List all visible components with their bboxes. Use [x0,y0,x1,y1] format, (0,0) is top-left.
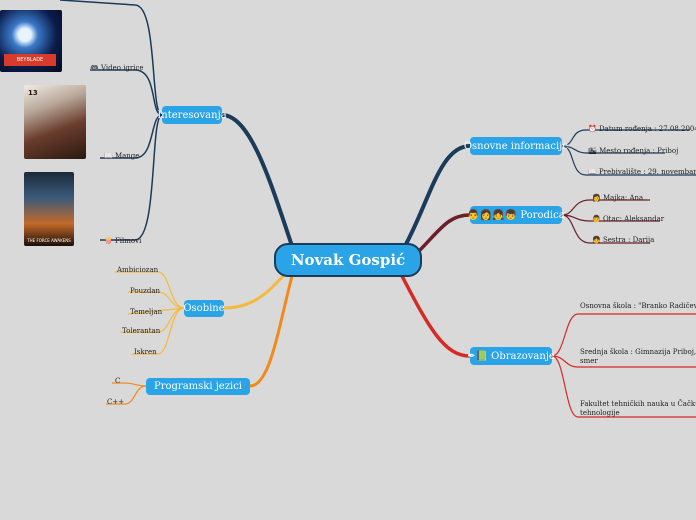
leaf-video-igrice[interactable]: 🎮 Video igrice [90,64,144,72]
node-interesovanja[interactable]: Interesovanja [157,106,227,124]
leaf-cpp[interactable]: C++ [107,398,125,406]
node-osnovne-label: Osnovne informacije [463,140,569,152]
node-obrazovanje[interactable]: ✒📗 Obrazovanje [467,347,555,365]
leaf-iskren[interactable]: Iskren [134,348,157,356]
node-porodica-label: 👨👩👧👦 Porodica [467,209,565,221]
leaf-tolerantan[interactable]: Tolerantan [122,327,161,335]
root-label: Novak Gospić [290,251,406,269]
leaf-otac[interactable]: 👨 Otac: Aleksandar [592,215,665,223]
node-interesovanja-label: Interesovanja [157,109,227,121]
leaf-filmovi[interactable]: 🍿 Filmovi [104,237,142,245]
node-osobine-label: Osobine [183,303,225,314]
leaf-c[interactable]: C [115,377,121,385]
node-osnovne-informacije[interactable]: Osnovne informacije [464,137,568,155]
movies-image: THE FORCE AWAKENS [24,172,74,246]
leaf-mesto-rodjenja[interactable]: 🏙 Mesto rođenja : Priboj [588,147,679,155]
leaf-fakultet[interactable]: Fakultet tehničkih nauka u Čačku , sme [580,400,696,408]
leaf-pouzdan[interactable]: Pouzdan [130,287,160,295]
link-interesovanja [221,113,294,247]
leaf-srednja-skola-cont: smer [580,357,598,365]
node-obrazovanje-label: ✒📗 Obrazovanje [467,350,555,362]
leaf-ambiciozan[interactable]: Ambiciozan [117,266,159,274]
manga-image-caption: 13 [28,89,38,97]
manga-image: 13 [24,85,86,159]
video-games-image: BEYBLADE [0,10,62,72]
leaf-majka[interactable]: 👩 Majka: Ana [592,194,644,202]
movies-image-caption: THE FORCE AWAKENS [27,238,71,243]
leaf-sestra[interactable]: 👧 Sestra : Darija [592,236,655,244]
root-node[interactable]: Novak Gospić [274,243,422,277]
node-osobine[interactable]: Osobine [183,300,225,317]
leaf-fakultet-cont: tehnologije [580,409,620,417]
node-porodica[interactable]: 👨👩👧👦 Porodica [467,206,565,224]
leaf-osnovna-skola[interactable]: Osnovna škola : "Branko Radičević", P [580,302,696,310]
leaf-temeljan[interactable]: Temeljan [130,308,163,316]
leaf-prebivaliste[interactable]: 📖 Prebivalište : 29. novembar, Prib [588,168,696,176]
node-programski-label: Programski jezici [153,381,242,392]
leaf-datum-rodjenja[interactable]: ⏰ Datum rođenja : 27.08.2004. [588,125,696,133]
leaf-mange[interactable]: 📖 Mange [104,152,140,160]
video-games-image-caption: BEYBLADE [4,54,56,66]
node-programski-jezici[interactable]: Programski jezici [146,378,250,395]
leaf-srednja-skola[interactable]: Srednja škola : Gimnazija Priboj, priro [580,348,696,356]
